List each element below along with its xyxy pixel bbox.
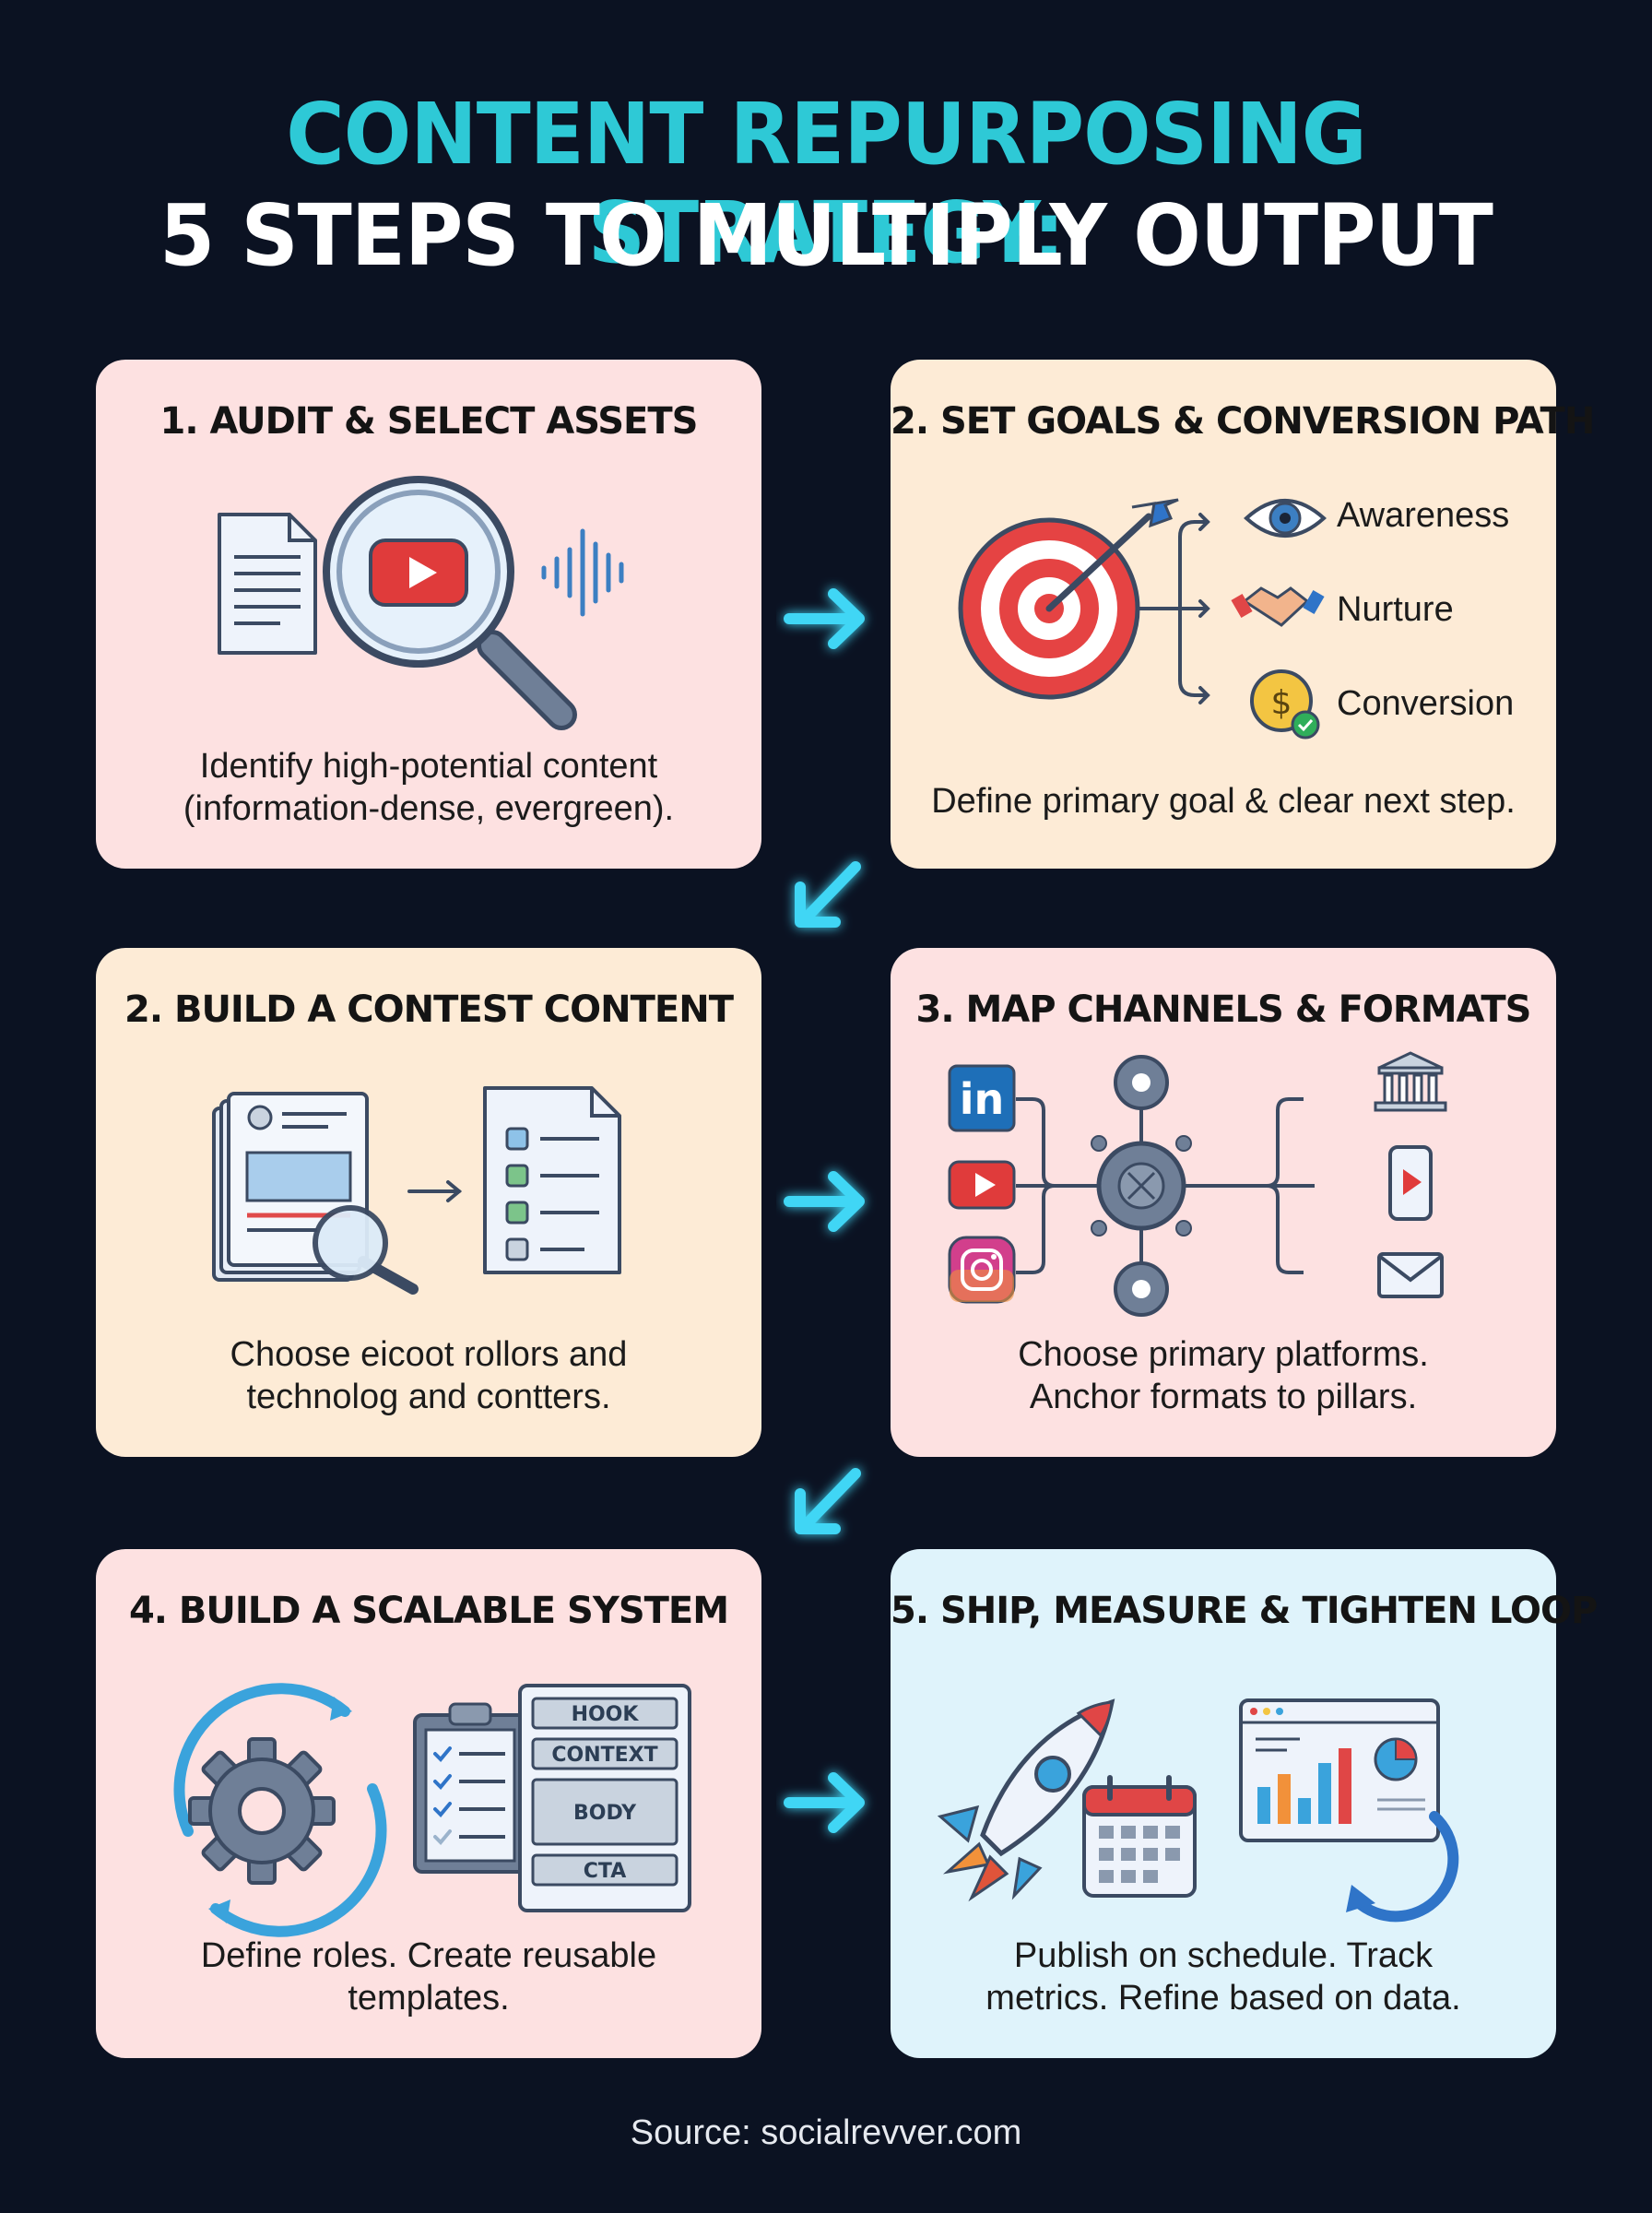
template-block-context (531, 1737, 678, 1770)
step-title: 5. SHIP, MEASURE & TIGHTEN LOOP (891, 1590, 1598, 1632)
step-description: Define roles. Create reusable templates. (200, 1936, 657, 2018)
step-title: 4. BUILD A SCALABLE SYSTEM (128, 1590, 729, 1632)
eye-icon (1244, 499, 1327, 538)
step-description: Publish on schedule. Track metrics. Refi… (985, 1936, 1461, 2018)
step-card-channels: 3. MAP CHANNELS & FORMATS in (891, 948, 1556, 1457)
flow-arrow-right-3 (784, 1772, 865, 1833)
template-block-body (531, 1778, 678, 1846)
svg-text:HOOK: HOOK (572, 1703, 640, 1726)
template-block-cta (531, 1853, 678, 1887)
mobile-video-icon (1388, 1145, 1433, 1221)
dashboard-chart-icon (1239, 1698, 1440, 1842)
goal-nurture: Nurture (1337, 590, 1454, 629)
source-credit: Source: socialrevver.com (630, 2113, 1022, 2152)
step-card-build-content: 2. BUILD A CONTEST CONTENT (96, 948, 761, 1457)
step-title: 3. MAP CHANNELS & FORMATS (915, 988, 1532, 1031)
step-description: Identify high-potential content (informa… (183, 747, 675, 828)
branch-lines (1136, 513, 1210, 704)
linkedin-icon: in (948, 1064, 1016, 1132)
instagram-icon (948, 1236, 1016, 1304)
audio-wave-icon (541, 528, 624, 617)
calendar-icon (1082, 1775, 1197, 1898)
step-description: Define primary goal & clear next step. (931, 782, 1516, 821)
step-card-system: 4. BUILD A SCALABLE SYSTEM (96, 1549, 761, 2058)
svg-text:CTA: CTA (584, 1860, 626, 1883)
magnifier-icon (313, 1205, 419, 1295)
svg-text:BODY: BODY (573, 1802, 637, 1825)
youtube-icon (948, 1160, 1016, 1210)
step-card-ship-measure: 5. SHIP, MEASURE & TIGHTEN LOOP (891, 1549, 1598, 2058)
handshake-icon (1231, 586, 1325, 627)
rocket-icon (937, 1698, 1115, 1902)
page-title: CONTENT REPURPOSING STRATEGY: (286, 85, 1367, 282)
youtube-icon (369, 538, 468, 607)
bank-icon (1374, 1051, 1447, 1112)
flow-arrow-right-2 (784, 1171, 865, 1232)
mail-icon (1377, 1252, 1444, 1298)
step-card-audit: 1. AUDIT & SELECT ASSETS (96, 360, 761, 869)
template-block-hook (531, 1697, 678, 1730)
flow-arrow-diagonal-1 (795, 861, 861, 928)
target-icon (958, 498, 1179, 700)
arrow-right-icon (407, 1180, 463, 1202)
loop-arrow-icon (1346, 1811, 1459, 1923)
checklist-document-icon (483, 1086, 621, 1274)
step-title: 2. BUILD A CONTEST CONTENT (124, 988, 734, 1031)
step-description: Choose eicoot rollors and technolog and … (230, 1335, 628, 1416)
coin-icon: $ (1250, 669, 1320, 740)
flow-arrow-diagonal-2 (795, 1468, 861, 1534)
goal-awareness: Awareness (1337, 496, 1510, 535)
svg-text:$: $ (1271, 684, 1292, 722)
svg-text:CONTEXT: CONTEXT (551, 1744, 657, 1767)
clipboard-checklist-icon (413, 1702, 527, 1874)
document-icon (218, 513, 317, 655)
gear-cycle-icon (173, 1683, 387, 1937)
goal-conversion: Conversion (1337, 684, 1515, 723)
step-description: Choose primary platforms. Anchor formats… (1018, 1335, 1429, 1416)
flow-arrow-right-1 (784, 588, 865, 649)
step-title: 1. AUDIT & SELECT ASSETS (159, 400, 699, 443)
page-subtitle: 5 STEPS TO MULTIPLY OUTPUT (159, 186, 1493, 285)
step-card-goals: 2. SET GOALS & CONVERSION PATH (891, 360, 1595, 869)
step-title: 2. SET GOALS & CONVERSION PATH (891, 400, 1595, 443)
template-stack: HOOK CONTEXT BODY CTA (518, 1684, 691, 1912)
hub-icon (1091, 1055, 1192, 1317)
svg-text:in: in (960, 1074, 1005, 1124)
